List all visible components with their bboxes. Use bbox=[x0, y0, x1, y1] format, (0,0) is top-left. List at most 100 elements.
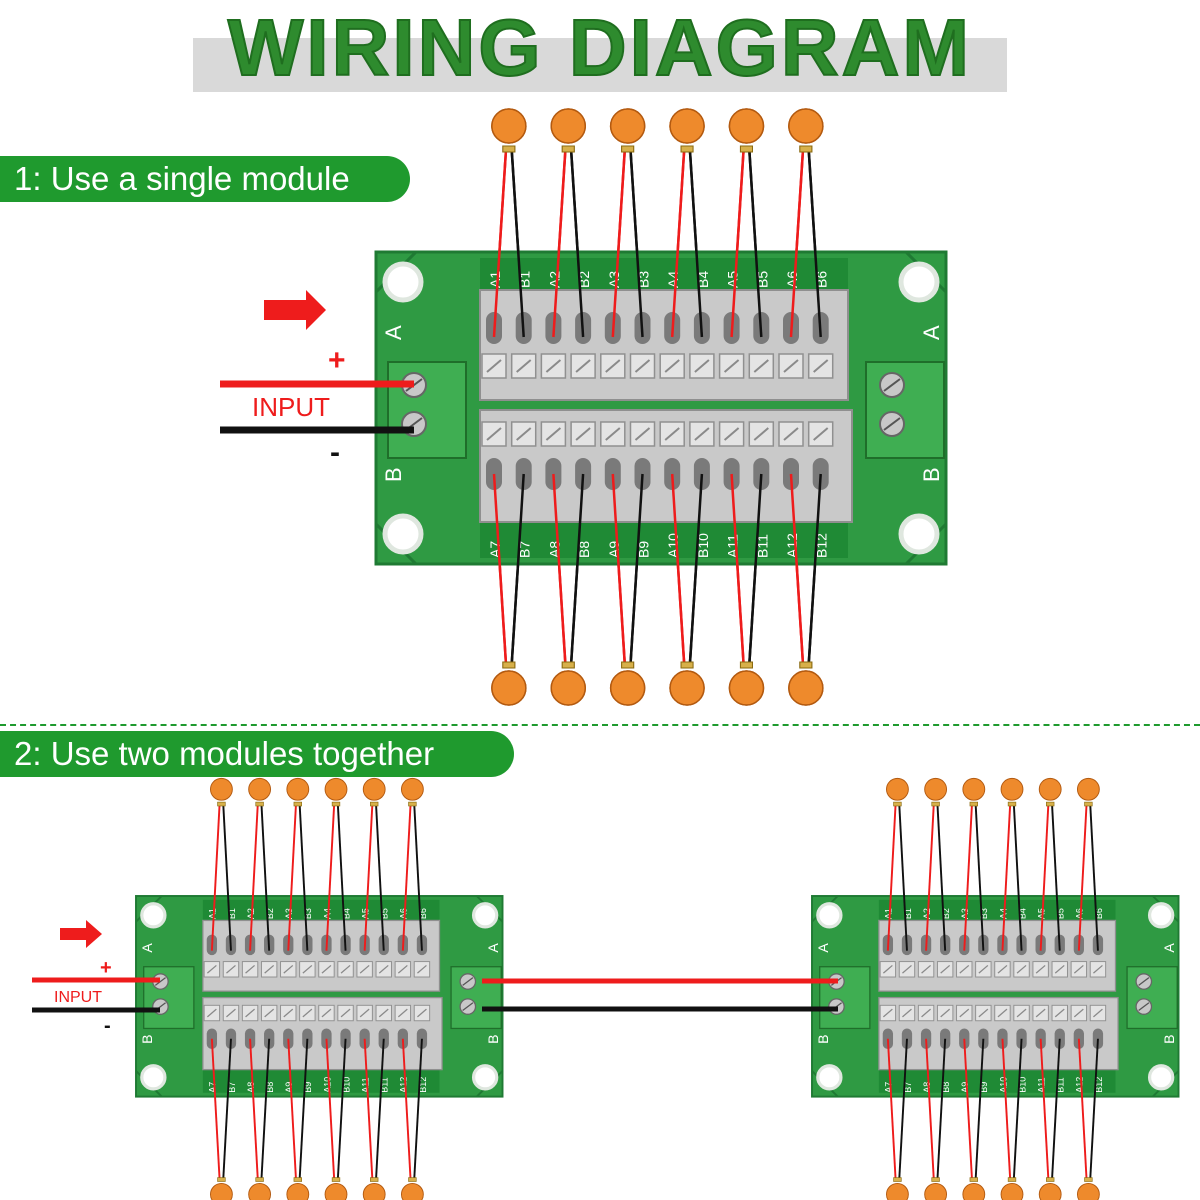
single-module-illustration: ABABA1A7B1B7A2A8B2B8A3A9B3B9A4A10B4B10A5… bbox=[374, 108, 948, 706]
sensor-bottom bbox=[324, 1177, 348, 1200]
lever bbox=[748, 421, 775, 447]
sensor-wire-red bbox=[210, 805, 221, 951]
sensor-wire-red bbox=[886, 805, 897, 951]
terminal-label-top: A2 bbox=[246, 908, 256, 919]
lever-mark bbox=[302, 964, 313, 974]
terminal-label-bottom: A12 bbox=[399, 1077, 409, 1093]
label-strip-top bbox=[878, 899, 1116, 924]
lever bbox=[748, 353, 775, 379]
lever-mark bbox=[264, 1008, 275, 1018]
terminal-label-bottom: B8 bbox=[265, 1082, 275, 1093]
sensor-top bbox=[886, 777, 909, 807]
lever-mark bbox=[813, 359, 829, 373]
sensor-wire-black bbox=[974, 805, 985, 951]
terminal-label-bottom: B11 bbox=[1056, 1077, 1066, 1092]
terminal-label-top: A1 bbox=[487, 271, 503, 288]
input-label: INPUT bbox=[54, 989, 102, 1006]
lever-mark bbox=[813, 427, 829, 441]
sensor-wire-red bbox=[401, 1038, 412, 1178]
lever-mark bbox=[902, 964, 912, 974]
lever-mark bbox=[417, 964, 427, 974]
sensor-wire-red bbox=[1001, 805, 1012, 951]
sensor-wire-black bbox=[807, 473, 822, 663]
rail-a-right: A bbox=[485, 943, 501, 953]
sensor-wire-black bbox=[260, 805, 271, 951]
mounting-hole bbox=[816, 902, 843, 929]
lever-mark bbox=[1073, 964, 1084, 974]
screw-terminal-left bbox=[387, 361, 467, 459]
sensor-bottom bbox=[248, 1177, 272, 1200]
input-plus-label: + bbox=[328, 344, 346, 377]
rail-b-right: B bbox=[485, 1034, 501, 1043]
terminal-label-bottom: B9 bbox=[636, 541, 652, 558]
lever bbox=[570, 353, 596, 379]
terminal-label-bottom: A11 bbox=[1037, 1077, 1047, 1092]
section-divider bbox=[0, 724, 1200, 726]
sensor-wire-black bbox=[936, 805, 947, 951]
terminal-label-top: B3 bbox=[303, 908, 313, 919]
terminal-label-bottom: B12 bbox=[1094, 1077, 1104, 1093]
terminal-label-bottom: A10 bbox=[322, 1077, 332, 1093]
lever-mark bbox=[1093, 964, 1103, 974]
wire-hole bbox=[723, 458, 740, 490]
input-arrow-icon bbox=[264, 290, 326, 330]
sensor-wire-red bbox=[287, 1038, 297, 1178]
sensor-top bbox=[609, 108, 646, 153]
sensor-top bbox=[962, 777, 986, 807]
terminal-label-bottom: B7 bbox=[517, 541, 533, 558]
lever-mark bbox=[882, 964, 893, 974]
lever-mark bbox=[1073, 1008, 1084, 1018]
sensor-wire-red bbox=[1077, 1038, 1088, 1178]
sensor-wire-red bbox=[552, 473, 567, 663]
lever-mark bbox=[283, 964, 294, 974]
sensor-wire-black bbox=[688, 473, 704, 663]
label-strip-top bbox=[480, 258, 848, 294]
terminal-label-bottom: A10 bbox=[665, 533, 681, 558]
sensor-top bbox=[924, 777, 948, 807]
lever-mark bbox=[397, 1008, 408, 1018]
rail-a-left: A bbox=[815, 943, 831, 953]
sensor-bottom bbox=[669, 661, 705, 706]
sensor-top bbox=[400, 777, 424, 807]
mounting-hole bbox=[471, 902, 499, 929]
lever-mark bbox=[321, 1008, 332, 1018]
terminal-label-top: B6 bbox=[1094, 908, 1104, 919]
module-bridge-wires bbox=[482, 978, 838, 1012]
sensor-top bbox=[491, 108, 527, 153]
sensor-wire-black bbox=[629, 151, 644, 338]
sensor-bottom bbox=[609, 661, 646, 706]
step-2-label: 2: Use two modules together bbox=[0, 731, 514, 777]
lever-mark bbox=[486, 427, 502, 441]
sensor-wire-red bbox=[611, 473, 626, 663]
terminal-label-bottom: B9 bbox=[303, 1082, 313, 1093]
sensor-wire-black bbox=[336, 1038, 347, 1178]
lever-mark bbox=[1035, 1008, 1046, 1018]
sensor-bottom bbox=[1038, 1177, 1062, 1200]
screw-terminal-left bbox=[143, 966, 195, 1030]
pcb-module: ABABA1A7B1B7A2A8B2B8A3A9B3B9A4A10B4B10A5… bbox=[374, 250, 948, 566]
sensor-wire-red bbox=[249, 1038, 259, 1178]
screw-slot bbox=[462, 1002, 474, 1011]
mounting-hole bbox=[898, 261, 940, 303]
sensor-wire-black bbox=[629, 473, 644, 663]
terminal-label-bottom: A7 bbox=[208, 1082, 218, 1093]
lever-mark bbox=[575, 359, 591, 373]
mounting-hole bbox=[382, 513, 424, 555]
lever bbox=[600, 353, 626, 379]
sensor-wire-black bbox=[413, 805, 423, 951]
lever bbox=[807, 353, 834, 379]
lever-mark bbox=[545, 427, 562, 441]
lever-mark bbox=[723, 359, 740, 373]
lever-mark bbox=[516, 359, 532, 373]
lever-mark bbox=[940, 1008, 951, 1018]
sensor-bottom bbox=[924, 1177, 948, 1200]
terminal-label-top: A4 bbox=[322, 908, 332, 919]
sensor-wires-front bbox=[886, 777, 1100, 1200]
wire-hole bbox=[693, 458, 710, 490]
sensor-wire-red bbox=[210, 1038, 221, 1178]
lever-mark bbox=[997, 964, 1008, 974]
terminal-label-top: B1 bbox=[903, 908, 913, 919]
sensor-wire-red bbox=[789, 151, 805, 338]
sensor-top bbox=[1076, 777, 1100, 807]
lever-mark bbox=[340, 964, 351, 974]
